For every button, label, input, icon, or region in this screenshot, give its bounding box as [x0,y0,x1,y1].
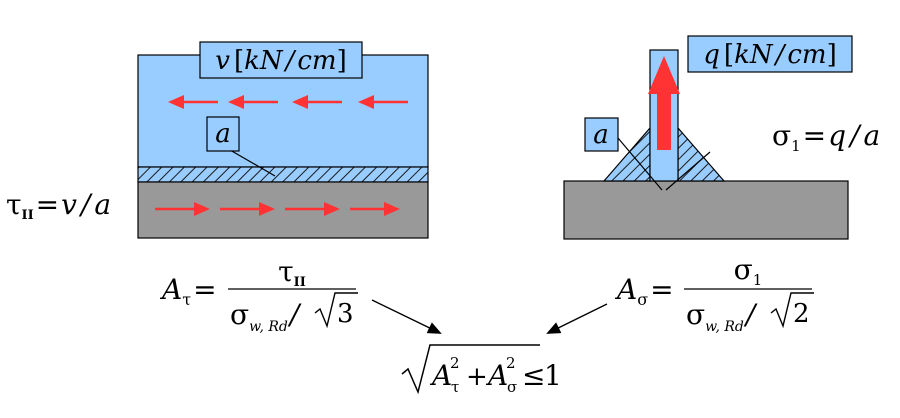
arrow-a-tau-to-check [371,299,442,334]
svg-text:σw, Rd/: σw, Rd/ [686,298,758,335]
right-weld-label: a [584,117,619,152]
svg-text:A: A [429,359,452,392]
svg-text:v[kN/cm]: v[kN/cm] [215,46,347,76]
shear-arrow [155,202,210,216]
arrow-a-sigma-to-check [546,303,608,334]
sqrt-symbol [314,292,358,329]
left-panel: v[kN/cm] a τII=v/a [6,41,429,239]
left-weld-layer [137,166,429,183]
shear-arrow [168,95,218,109]
svg-text:2: 2 [793,299,810,329]
shear-arrow [350,202,400,216]
svg-text:a: a [215,119,231,149]
a-sigma-formula: Aσ= σ1 σw, Rd/ 2 [614,253,814,335]
load-symbol-q: q [703,40,720,70]
svg-text:2: 2 [506,354,516,372]
svg-text:Aσ=: Aσ= [614,273,674,309]
svg-text:≤: ≤ [522,359,545,392]
throat-line-right [665,151,711,191]
svg-text:Aτ=: Aτ= [159,273,217,309]
sqrt-symbol [401,344,540,395]
svg-text:+: + [466,362,488,392]
sigma-1-formula: σ1=q/a [772,119,880,155]
svg-text:σ: σ [507,378,517,396]
shear-arrow [228,95,278,109]
right-load-label: q[kN/cm] [687,35,853,73]
throat-line-left [617,137,663,191]
shear-arrow [285,202,340,216]
svg-text:A: A [485,359,508,392]
left-weld-label: a [206,116,276,177]
svg-text:1: 1 [544,359,562,392]
svg-text:τ: τ [451,378,459,396]
svg-text:3: 3 [337,299,354,329]
shear-arrow [220,202,275,216]
sqrt-symbol [770,292,814,329]
shear-arrow [358,95,408,109]
a-tau-formula: Aτ= τII σw, Rd/ 3 [159,255,358,335]
svg-text:σ1: σ1 [734,253,763,289]
svg-text:τII: τII [278,255,306,290]
right-panel: q[kN/cm] a σ1=q/a [563,35,880,240]
tau-ii-formula: τII=v/a [6,188,111,223]
right-base-plate [563,180,849,240]
shear-arrow [292,95,342,109]
left-shear-arrows-lower [155,202,400,216]
interaction-check-formula: A 2 τ + A 2 σ ≤ 1 [401,344,562,396]
load-symbol-v: v [215,46,230,76]
svg-text:a: a [593,120,609,150]
svg-text:q[kN/cm]: q[kN/cm] [703,40,836,70]
tension-arrow [648,56,680,150]
svg-text:σw, Rd/: σw, Rd/ [230,298,302,335]
left-load-label: v[kN/cm] [199,41,363,79]
svg-text:2: 2 [450,354,460,372]
left-shear-arrows-upper [168,95,408,109]
